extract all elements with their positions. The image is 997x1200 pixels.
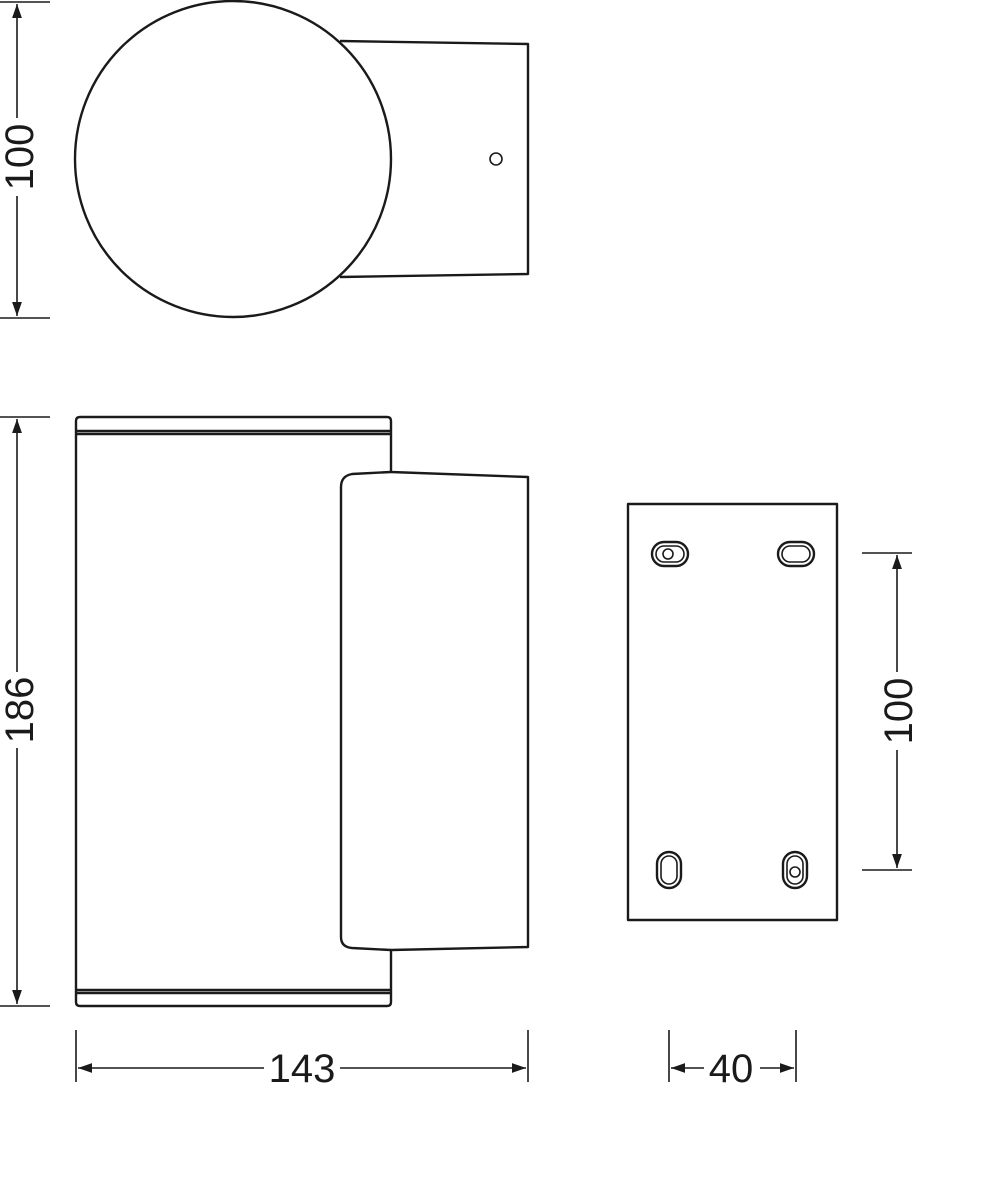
slot-bottom-right [781, 850, 809, 890]
dimension-label: 100 [0, 124, 42, 191]
dimension-plate-hole-spacing: 100 [862, 552, 921, 871]
slot-top-right [776, 540, 816, 568]
dimension-label: 40 [709, 1047, 754, 1091]
dimension-label: 100 [877, 678, 921, 745]
top-view-screw-hole [489, 152, 503, 166]
front-view [74, 415, 530, 1008]
mounting-plate [626, 502, 839, 922]
slot-top-left [650, 540, 690, 568]
top-view [73, 0, 530, 319]
dimension-label: 186 [0, 677, 42, 744]
top-view-lamp-body [73, 0, 393, 319]
dimension-front-width: 143 [75, 1030, 529, 1091]
top-view-bracket [339, 39, 530, 279]
front-view-lamp-body [74, 415, 530, 1008]
dimension-plate-depth: 40 [668, 1030, 797, 1091]
dimension-top-height: 100 [0, 1, 50, 319]
dimension-label: 143 [269, 1047, 336, 1091]
slot-bottom-left [655, 850, 683, 890]
front-view-bracket [339, 470, 392, 952]
dimension-front-height: 186 [0, 416, 50, 1007]
